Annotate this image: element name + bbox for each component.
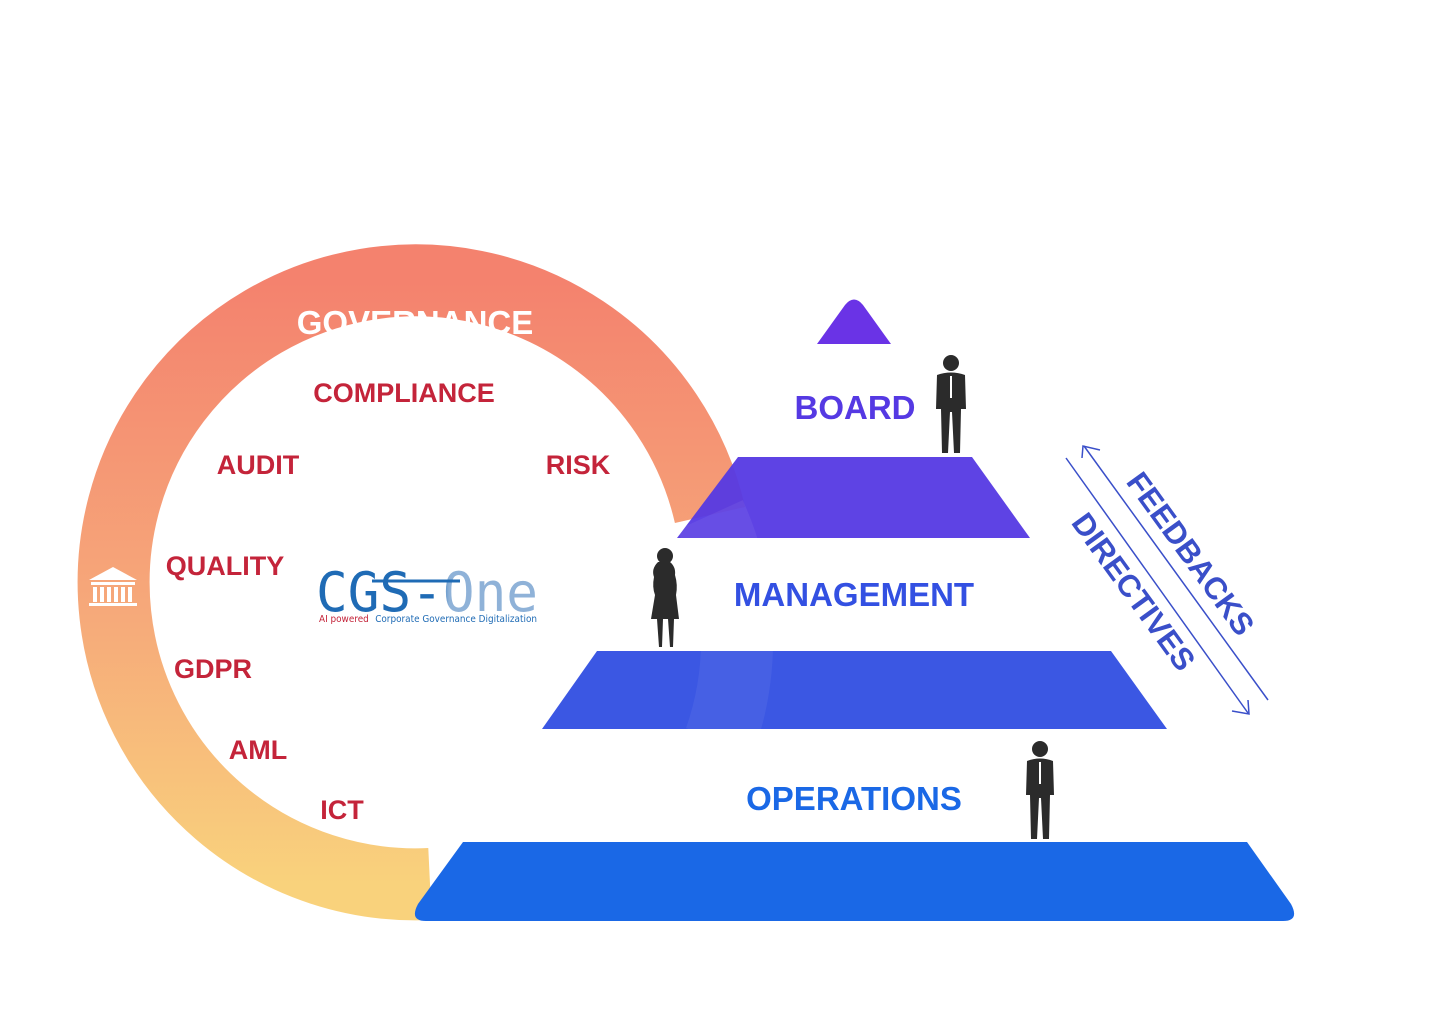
person-icon: [1026, 741, 1054, 839]
pyramid-apex: [817, 299, 891, 344]
logo-tagline: AI powered Corporate Governance Digitali…: [319, 614, 537, 625]
ring-arc: [77, 244, 746, 921]
topic-audit: AUDIT: [217, 450, 300, 480]
topic-risk: RISK: [546, 450, 611, 480]
pyramid: BOARD MANAGEMENT OPERATIONS: [414, 299, 1295, 921]
ring-overlap: [676, 500, 774, 752]
topic-quality: QUALITY: [166, 551, 285, 581]
level-management: MANAGEMENT: [734, 576, 974, 613]
logo-wordmark: CGS-One: [316, 561, 538, 624]
logo-tagline-lead: AI powered: [319, 614, 369, 625]
flow-arrows: [1065, 445, 1269, 715]
feedback-arrow: [1083, 445, 1269, 701]
person-icon: [936, 355, 966, 453]
topic-aml: AML: [229, 735, 287, 765]
governance-topics: COMPLIANCE RISK AUDIT QUALITY GDPR AML I…: [166, 378, 611, 825]
ring-title: GOVERNANCE: [297, 304, 534, 341]
pyramid-tier-operations: [414, 842, 1295, 921]
woman-icon: [651, 548, 679, 647]
directive-arrow: [1065, 457, 1249, 714]
topic-compliance: COMPLIANCE: [313, 378, 495, 408]
topic-ict: ICT: [320, 795, 364, 825]
bank-icon: [89, 567, 137, 606]
cgs-one-logo: CGS-One AI powered Corporate Governance …: [316, 561, 538, 625]
topic-gdpr: GDPR: [174, 654, 252, 684]
logo-tagline-main: Corporate Governance Digitalization: [375, 614, 537, 625]
level-operations: OPERATIONS: [746, 780, 962, 817]
pyramid-tier-board: [677, 457, 1030, 538]
governance-ring: GOVERNANCE: [77, 244, 746, 921]
level-board: BOARD: [795, 389, 916, 426]
pyramid-tier-management: [542, 651, 1167, 729]
